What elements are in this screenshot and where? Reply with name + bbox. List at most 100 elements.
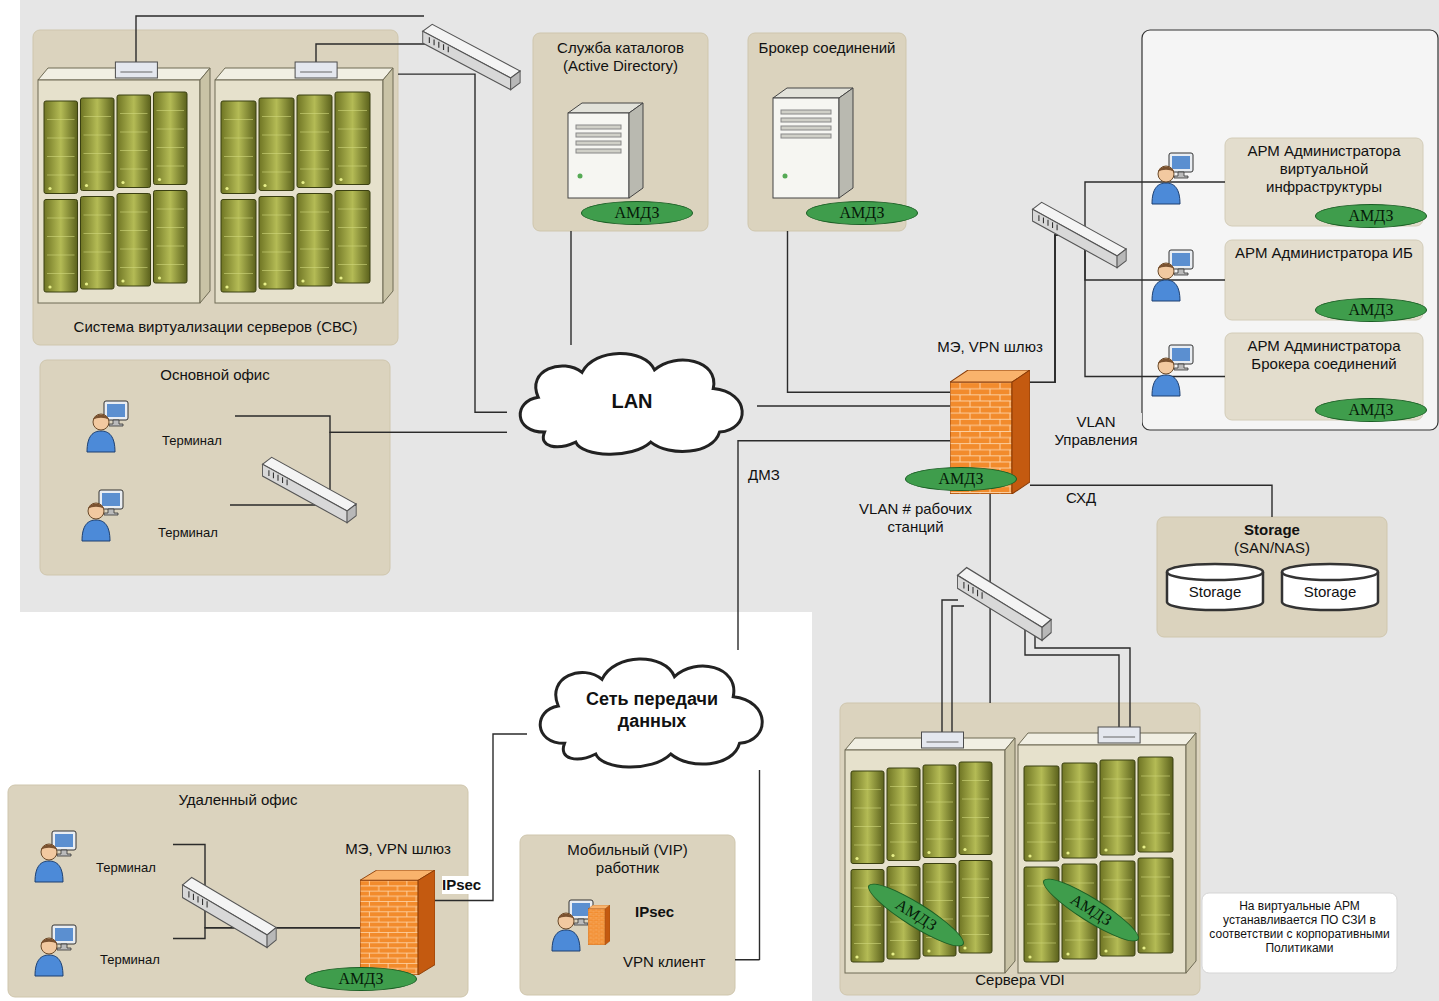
shape-circle — [339, 178, 342, 181]
shape-rect — [117, 194, 151, 287]
shape-line — [1027, 785, 1056, 786]
shape-line — [262, 135, 291, 136]
firewall-wall — [360, 870, 435, 975]
shape-line — [224, 236, 253, 237]
amdz-badge: АМДЗ — [305, 967, 417, 991]
shape-line — [300, 132, 329, 133]
connector — [788, 231, 951, 392]
text-holder: Брокер соединений — [753, 39, 901, 57]
shape-line — [84, 215, 112, 216]
network-cloud: Сеть передачи данных — [527, 650, 777, 770]
server-panel: Служба каталогов (Active Directory)АМДЗ — [533, 33, 708, 231]
shape-rect — [81, 98, 115, 191]
server-panel: Брокер соединенийАМДЗ — [748, 33, 906, 231]
shape-line — [1027, 924, 1056, 925]
shape-line — [890, 885, 917, 886]
shape-circle — [1104, 848, 1107, 851]
text-holder: Терминал — [158, 525, 233, 541]
admin-group-panel — [1142, 30, 1438, 430]
shape-path — [136, 16, 424, 62]
node-label: Брокер соединений — [753, 39, 901, 57]
shape-rect — [259, 197, 294, 290]
shape-line — [1103, 817, 1132, 818]
text-holder: LAN — [507, 389, 757, 413]
shape-rect — [1100, 760, 1135, 855]
shape-line — [1065, 839, 1094, 840]
shape-line — [890, 823, 917, 824]
shape-line — [926, 783, 953, 784]
shape-rect — [1138, 858, 1173, 953]
shape-line — [120, 169, 148, 170]
firewall: МЭ, VPN шлюзАМДЗ — [360, 870, 435, 975]
shape-circle — [158, 276, 161, 279]
shape-line — [1103, 899, 1132, 900]
shape-rect — [576, 125, 621, 129]
node-figure — [840, 703, 1200, 995]
amdz-badge: АМДЗ — [806, 201, 918, 225]
text-holder: Мобильный (VIP) работник — [550, 841, 705, 877]
wires — [136, 16, 1130, 732]
shape-rect — [154, 92, 188, 185]
shape-rect — [845, 750, 1005, 973]
shape-line — [890, 842, 917, 843]
shape-line — [854, 943, 881, 944]
arm-box: АРМ Администратора Брокера соединенийАМД… — [1225, 333, 1423, 420]
shape-line — [120, 113, 148, 114]
shape-line — [47, 175, 75, 176]
shape-rect — [781, 118, 831, 122]
shape-line — [224, 156, 253, 157]
shape-line — [47, 138, 75, 139]
shape-line — [84, 116, 112, 117]
terminal: Терминал — [80, 487, 230, 547]
shape-line — [47, 255, 75, 256]
shape-line — [1141, 776, 1170, 777]
shape-line — [157, 246, 185, 247]
shape-line — [338, 129, 367, 130]
shape-circle — [225, 187, 228, 190]
shape-rect — [44, 101, 78, 194]
shape-line — [300, 267, 329, 268]
shape-line — [1027, 823, 1056, 824]
shape-polygon — [383, 68, 393, 303]
terminal: Терминал — [33, 922, 173, 977]
shape-line — [962, 836, 989, 837]
shape-circle — [1028, 854, 1031, 857]
text-holder: На виртуальные АРМ устанавливается ПО СЗ… — [1207, 899, 1392, 955]
shape-circle — [339, 276, 342, 279]
shape-line — [120, 249, 148, 250]
shape-line — [338, 110, 367, 111]
text-holder: Storage (SAN/NAS) — [1217, 521, 1327, 557]
shape-line — [962, 799, 989, 800]
shape-line — [1141, 795, 1170, 796]
shape-line — [224, 273, 253, 274]
connector — [435, 734, 527, 901]
shape-line — [300, 113, 329, 114]
shape-circle — [1142, 946, 1145, 949]
shape-line — [84, 153, 112, 154]
shape-circle — [158, 178, 161, 181]
panel-fill — [840, 703, 1200, 995]
shape-line — [1141, 896, 1170, 897]
shape-line — [890, 805, 917, 806]
connector — [398, 74, 507, 412]
shape-path — [1035, 632, 1130, 727]
amdz-badge: АМДЗ — [1315, 204, 1427, 228]
network-box — [922, 732, 964, 748]
edge-label: VLAN # рабочих станций — [853, 500, 978, 536]
shape-rect — [44, 200, 78, 293]
shape-line — [890, 786, 917, 787]
shape-line — [338, 166, 367, 167]
shape-line — [338, 147, 367, 148]
panel-fill — [1157, 517, 1387, 637]
shape-line — [338, 227, 367, 228]
node-figure — [33, 30, 398, 345]
shape-line — [1103, 798, 1132, 799]
shape-line — [1027, 842, 1056, 843]
text-holder: АРМ Администратора Брокера соединений — [1230, 337, 1418, 373]
shape-path — [1282, 572, 1378, 580]
node-label: Сервера VDI — [840, 971, 1200, 989]
shape-circle — [121, 279, 124, 282]
connector — [1030, 485, 1272, 517]
shape-rect — [576, 141, 621, 145]
shape-line — [157, 147, 185, 148]
